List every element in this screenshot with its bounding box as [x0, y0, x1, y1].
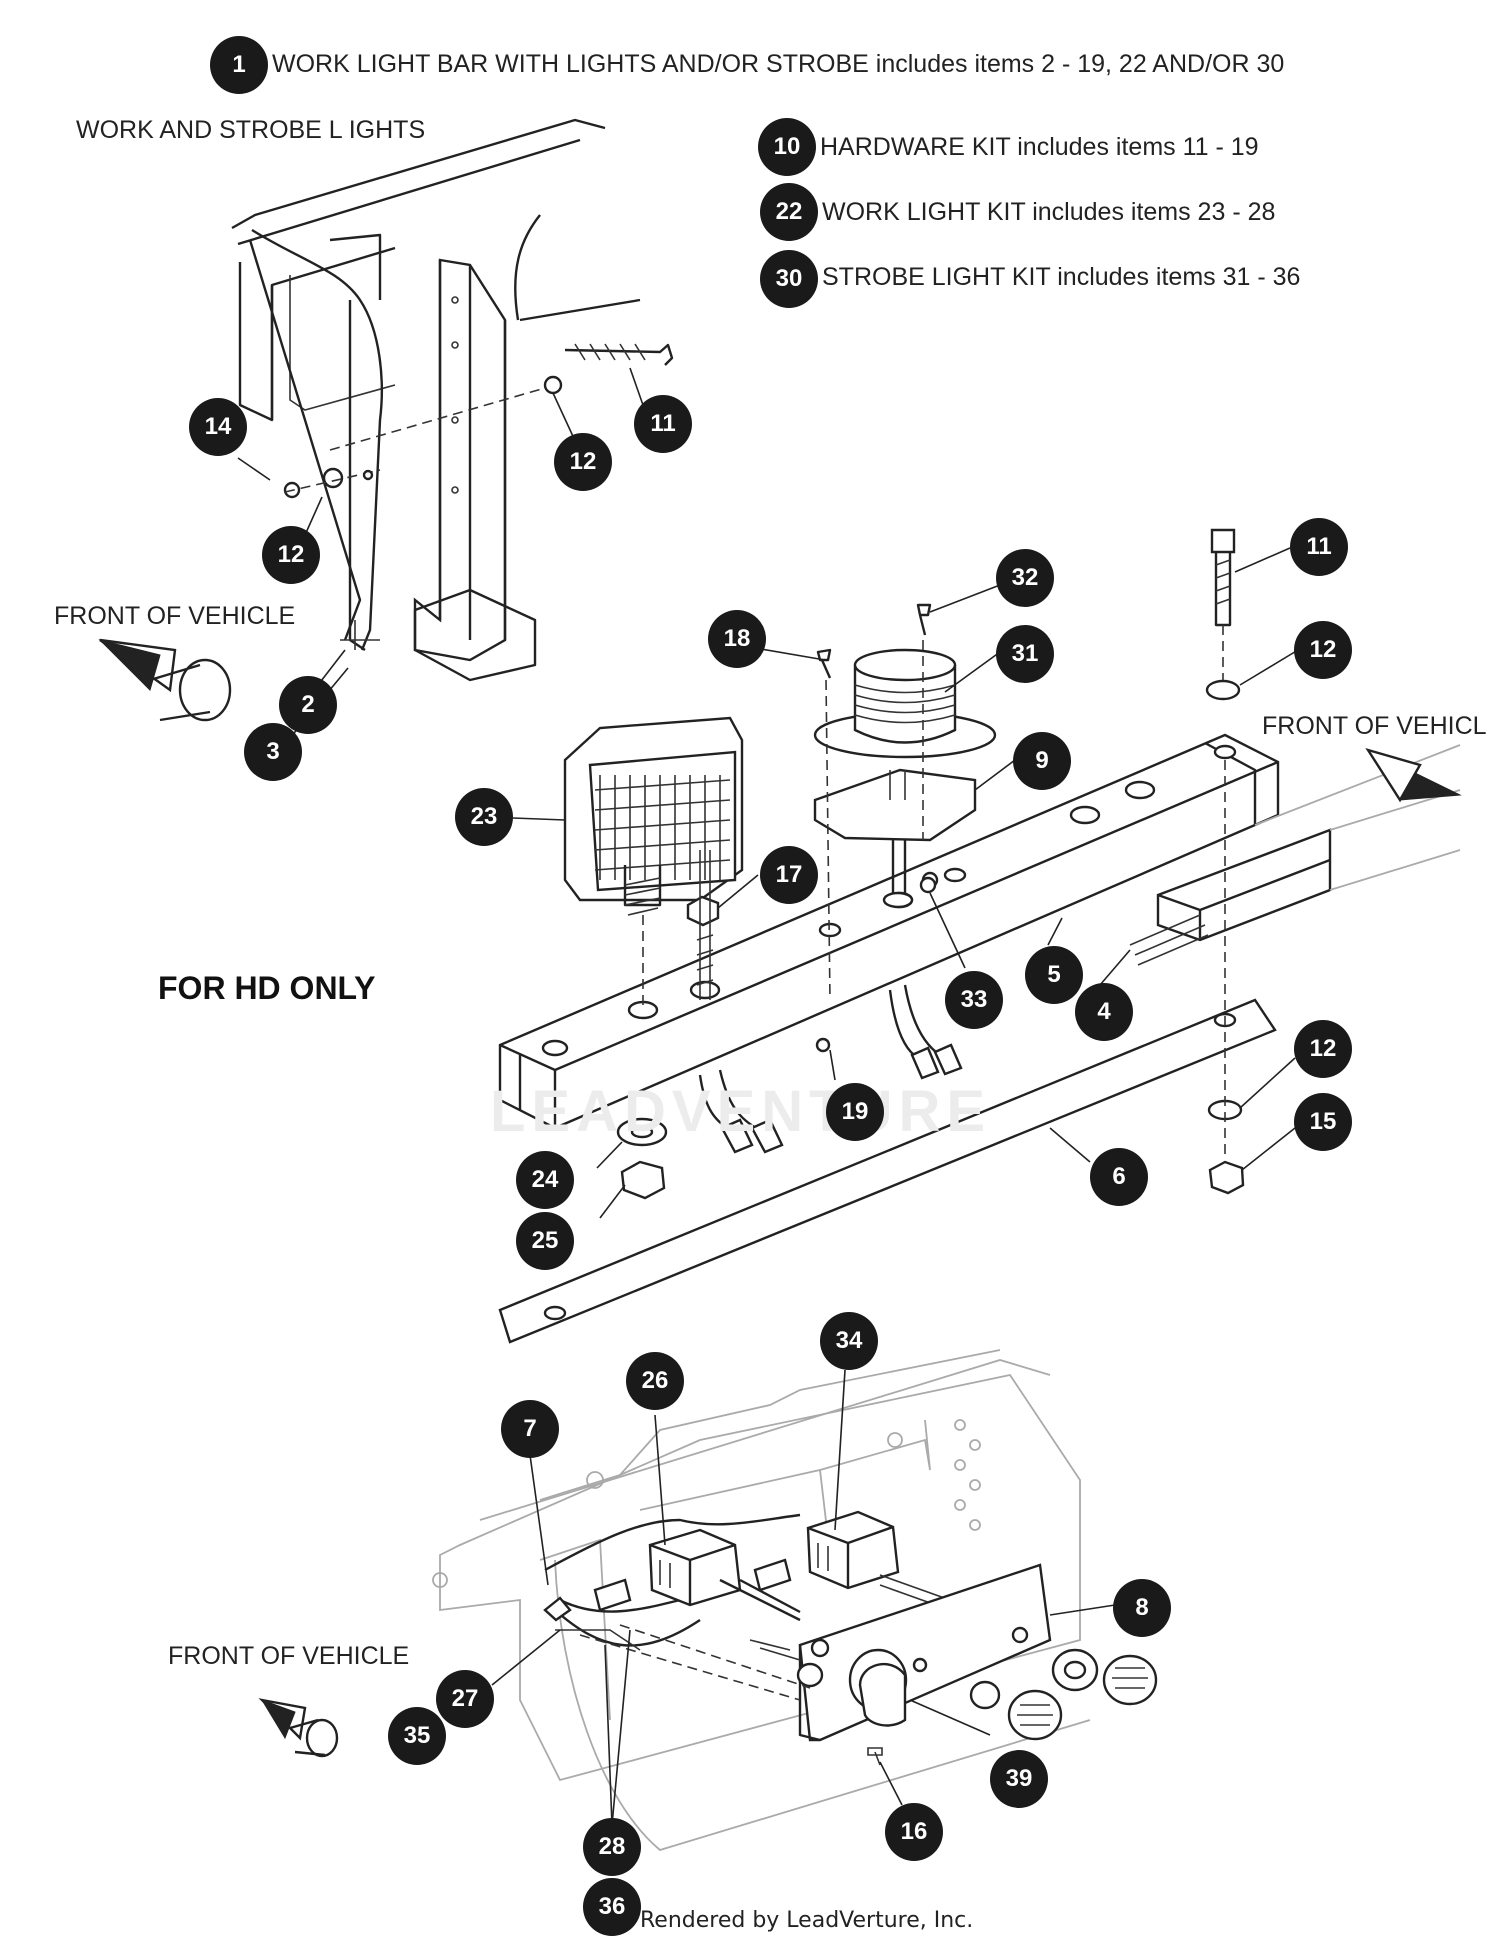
work-light	[563, 716, 744, 1010]
callout-32: 32	[996, 549, 1054, 607]
callout-27: 27	[436, 1670, 494, 1728]
callout-25: 25	[516, 1212, 574, 1270]
callout-12: 12	[262, 526, 320, 584]
strobe-light	[813, 603, 997, 1001]
callout-26: 26	[626, 1352, 684, 1410]
callout-7: 7	[501, 1400, 559, 1458]
callout-12: 12	[1294, 621, 1352, 679]
dash-panel-assembly	[432, 1349, 1158, 1852]
label-front-of-vehicle-1: FRONT OF VEHICLE	[54, 602, 296, 630]
callout-10: 10	[758, 118, 816, 176]
header-hardware-kit: HARDWARE KIT includes items 11 - 19	[820, 133, 1259, 161]
footer-credit: Rendered by LeadVerture, Inc.	[640, 1908, 974, 1933]
callout-35: 35	[388, 1707, 446, 1765]
front-arrow-1	[98, 638, 232, 722]
callout-6: 6	[1090, 1148, 1148, 1206]
callout-9: 9	[1013, 732, 1071, 790]
header-main: WORK LIGHT BAR WITH LIGHTS AND/OR STROBE…	[272, 50, 1285, 78]
callout-19: 19	[826, 1083, 884, 1141]
callout-8: 8	[1113, 1579, 1171, 1637]
callout-11: 11	[634, 395, 692, 453]
light-bar-assembly	[498, 733, 1461, 1344]
callout-1: 1	[210, 36, 268, 94]
long-bolt	[1205, 528, 1241, 701]
callout-2: 2	[279, 676, 337, 734]
callout-34: 34	[820, 1312, 878, 1370]
callout-5: 5	[1025, 946, 1083, 1004]
callout-28: 28	[583, 1818, 641, 1876]
front-arrow-2	[1365, 747, 1462, 803]
header-strobe-light-kit: STROBE LIGHT KIT includes items 31 - 36	[822, 263, 1301, 291]
callout-18: 18	[708, 610, 766, 668]
callout-24: 24	[516, 1151, 574, 1209]
callout-12: 12	[1294, 1020, 1352, 1078]
front-arrow-3	[258, 1698, 339, 1758]
label-work-and-strobe: WORK AND STROBE L IGHTS	[76, 116, 426, 144]
callout-11: 11	[1290, 518, 1348, 576]
callout-23: 23	[455, 788, 513, 846]
label-front-of-vehicle-2: FRONT OF VEHICL	[1262, 712, 1487, 740]
cab-frame-assembly	[231, 118, 674, 682]
callout-22: 22	[760, 183, 818, 241]
callout-30: 30	[760, 250, 818, 308]
callout-15: 15	[1294, 1093, 1352, 1151]
nut-and-rod	[686, 850, 720, 1000]
label-front-of-vehicle-3: FRONT OF VEHICLE	[168, 1642, 410, 1670]
callout-4: 4	[1075, 983, 1133, 1041]
watermark: LEADVENTURE	[490, 1079, 992, 1144]
callout-12: 12	[554, 433, 612, 491]
callout-3: 3	[244, 723, 302, 781]
callout-31: 31	[996, 625, 1054, 683]
leader-lines	[237, 367, 1299, 1826]
label-for-hd-only: FOR HD ONLY	[158, 970, 376, 1006]
callout-36: 36	[583, 1878, 641, 1936]
callout-14: 14	[189, 398, 247, 456]
callout-16: 16	[885, 1803, 943, 1861]
callout-33: 33	[945, 971, 1003, 1029]
header-work-light-kit: WORK LIGHT KIT includes items 23 - 28	[822, 198, 1276, 226]
callout-17: 17	[760, 846, 818, 904]
callout-39: 39	[990, 1750, 1048, 1808]
